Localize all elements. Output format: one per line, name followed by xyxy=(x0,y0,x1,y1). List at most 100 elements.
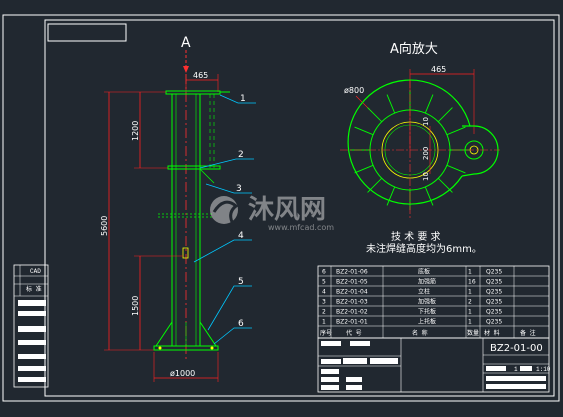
parts-cell-no: 3 xyxy=(322,299,326,306)
title-block: BZ2-01-00 1 1:10 xyxy=(317,337,551,393)
column-hole xyxy=(182,247,189,259)
parts-cell-qty: 1 xyxy=(468,319,472,326)
parts-cell-material: Q235 xyxy=(486,309,502,316)
detail-rib xyxy=(367,177,383,193)
watermark-brand: 沐风网 xyxy=(248,195,326,225)
parts-cell-no: 2 xyxy=(322,309,326,316)
title-scale: 1:10 xyxy=(536,366,551,373)
parts-cell-code: BZ2-01-02 xyxy=(336,309,368,316)
parts-cell-material: Q235 xyxy=(486,299,502,306)
parts-cell-material: Q235 xyxy=(486,319,502,326)
base-rib-right xyxy=(199,320,217,347)
title-block-fill xyxy=(520,366,532,371)
drawing-number-box-top xyxy=(47,23,127,42)
outer-border xyxy=(2,14,560,402)
part-leaders xyxy=(193,94,256,345)
leader-label: 5 xyxy=(238,277,244,287)
side-block-fill xyxy=(18,354,46,359)
dim-detail-inner: 200 xyxy=(422,147,430,160)
technical-notes: 技 术 要 求 未注焊缝高度均为6mm。 xyxy=(366,230,482,255)
base-plate xyxy=(153,345,219,351)
parts-cell-no: 1 xyxy=(322,319,326,326)
inner-border xyxy=(44,19,555,397)
dim-detail-small-b: 10 xyxy=(422,172,430,181)
base-bolt xyxy=(210,346,214,350)
detail-rib xyxy=(437,107,453,123)
parts-cell-code: BZ2-01-01 xyxy=(336,319,368,326)
leader-label: 2 xyxy=(238,150,244,160)
detail-view-title: A向放大 xyxy=(390,41,438,57)
parts-cell-qty: 16 xyxy=(468,279,476,286)
lower-plate-weld xyxy=(199,168,215,184)
parts-cell-name: 立柱 xyxy=(418,288,430,296)
detail-outer-ring xyxy=(347,79,471,205)
title-block-fill xyxy=(486,376,546,381)
dim-detail-width: 465 xyxy=(431,65,446,74)
drawing-frame xyxy=(2,14,560,402)
leader-label: 3 xyxy=(236,184,242,194)
title-block-fill xyxy=(321,341,341,346)
title-block-fill xyxy=(321,385,339,390)
detail-lug xyxy=(461,125,499,177)
parts-cell-qty: 1 xyxy=(468,309,472,316)
base-bolt xyxy=(158,346,162,350)
title-block-fill xyxy=(370,358,398,364)
title-block-fill xyxy=(346,377,362,382)
parts-cell-no: 5 xyxy=(322,279,326,286)
leader-line xyxy=(205,183,252,194)
parts-cell-qty: 1 xyxy=(468,269,472,276)
parts-cell-code: BZ2-01-05 xyxy=(336,279,368,286)
side-block-label-2: 标 准 xyxy=(26,285,42,293)
detail-rib xyxy=(437,177,453,193)
parts-cell-name: 加强板 xyxy=(418,298,436,306)
parts-header-code: 代 号 xyxy=(346,329,362,337)
parts-cell-code: BZ2-01-03 xyxy=(336,299,368,306)
parts-cell-name: 上托板 xyxy=(418,318,436,326)
side-block-frame xyxy=(13,264,49,388)
detail-rib xyxy=(386,94,396,114)
side-block-fill xyxy=(18,326,46,332)
side-block-fill xyxy=(18,377,46,382)
watermark-logo-mark xyxy=(212,200,239,223)
dim-top-width: 465 xyxy=(193,71,208,80)
dim-total-height: 5600 xyxy=(100,216,109,236)
parts-cell-material: Q235 xyxy=(486,279,502,286)
detail-view: A向放大 465 ø800 200 10 10 xyxy=(340,41,500,220)
title-block-fill xyxy=(350,341,370,346)
lower-plate xyxy=(167,165,221,170)
watermark-url: www.mfcad.com xyxy=(268,223,334,232)
detail-rib xyxy=(367,107,383,123)
parts-cell-no: 6 xyxy=(322,269,326,276)
leader-line xyxy=(207,285,252,331)
title-block-fill xyxy=(486,384,546,389)
dim-detail-small-a: 10 xyxy=(422,117,430,126)
side-block-fill xyxy=(18,311,46,316)
top-plate xyxy=(165,90,221,95)
parts-cell-name: 底板 xyxy=(418,268,430,276)
parts-cell-material: Q235 xyxy=(486,269,502,276)
leader-line xyxy=(193,239,252,263)
parts-cell-name: 下托板 xyxy=(418,308,436,316)
title-block-fill xyxy=(321,369,339,374)
parts-cell-code: BZ2-01-04 xyxy=(336,289,368,296)
side-block-label-1: CAD xyxy=(30,268,41,275)
view-label-a: A xyxy=(181,35,191,51)
leader-label: 6 xyxy=(238,319,244,329)
parts-cell-material: Q235 xyxy=(486,289,502,296)
parts-header-remark: 备 注 xyxy=(520,329,536,337)
title-block-fill xyxy=(343,358,367,364)
parts-header-no: 序号 xyxy=(320,329,332,337)
parts-header-material: 材 料 xyxy=(484,329,500,337)
side-block-fill xyxy=(18,366,46,371)
title-block-fill xyxy=(346,385,362,390)
side-block-fill xyxy=(18,340,46,345)
watermark: 沐风网 www.mfcad.com xyxy=(210,195,334,232)
parts-cell-qty: 2 xyxy=(468,299,472,306)
title-block-frame xyxy=(317,337,550,393)
title-block-fill xyxy=(321,359,341,364)
parts-cell-code: BZ2-01-06 xyxy=(336,269,368,276)
detail-rib xyxy=(424,94,434,114)
